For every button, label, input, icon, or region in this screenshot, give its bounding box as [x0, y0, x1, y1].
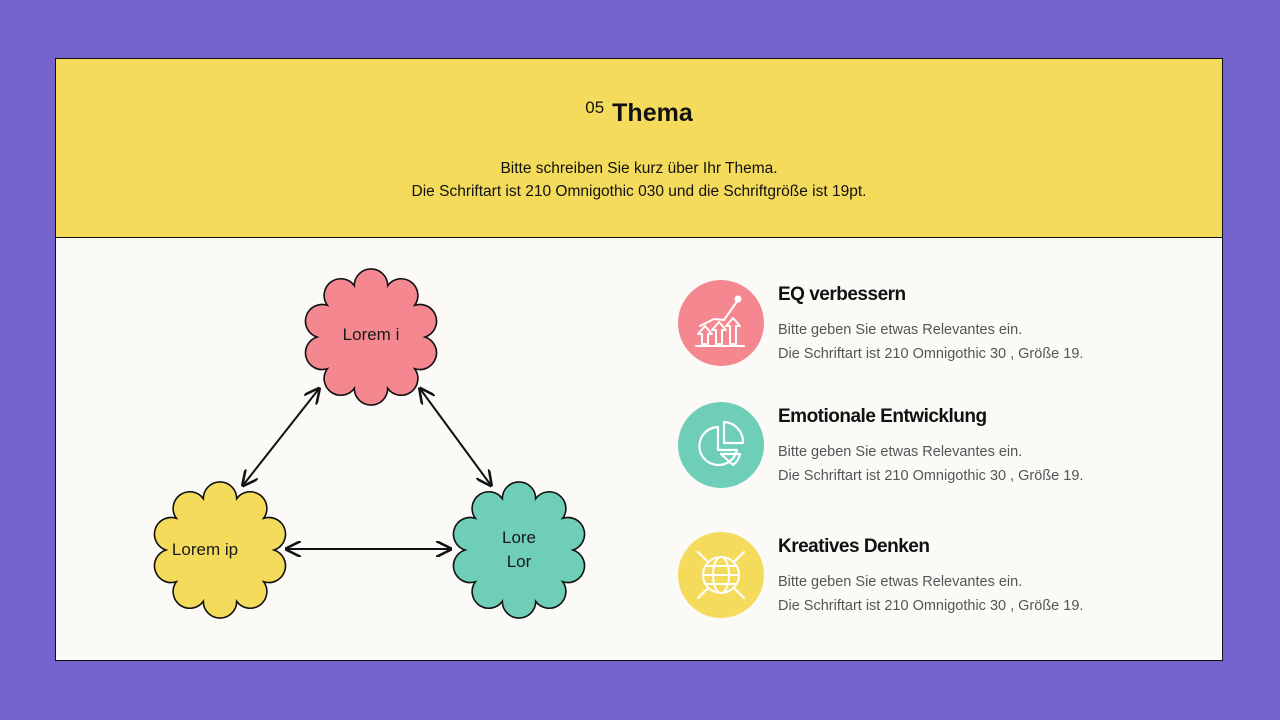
header-subtitle: Bitte schreiben Sie kurz über Ihr Thema.…: [56, 157, 1222, 203]
subtitle-line-1: Bitte schreiben Sie kurz über Ihr Thema.: [500, 160, 778, 177]
creative-icon-circle: [678, 532, 764, 618]
item-desc-creative-line-2: Die Schriftart ist 210 Omnigothic 30 , G…: [778, 598, 1084, 614]
item-desc-eq-line-1: Bitte geben Sie etwas Relevantes ein.: [778, 322, 1023, 338]
cycle-diagram: [153, 268, 586, 619]
feature-item-emotional: Emotionale Entwicklung Bitte geben Sie e…: [678, 402, 1198, 492]
growth-chart-icon: [695, 295, 745, 347]
node-label-left: Lorem ip: [171, 540, 239, 559]
item-desc-emotional-line-2: Die Schriftart ist 210 Omnigothic 30 , G…: [778, 468, 1084, 484]
pie-chart-icon: [698, 420, 745, 467]
flower-node-right: [452, 481, 586, 619]
node-label-right-line-1: Lore: [501, 528, 537, 547]
flower-node-left: [153, 481, 287, 619]
item-desc-creative-line-1: Bitte geben Sie etwas Relevantes ein.: [778, 574, 1023, 590]
flower-node-top: [304, 268, 438, 406]
arrow-top-left: [244, 390, 318, 484]
node-label-top: Lorem i: [342, 325, 400, 344]
header-band: 05 Thema Bitte schreiben Sie kurz über Ih…: [56, 59, 1222, 238]
item-desc-emotional-line-1: Bitte geben Sie etwas Relevantes ein.: [778, 444, 1023, 460]
item-desc-eq-line-2: Die Schriftart ist 210 Omnigothic 30 , G…: [778, 346, 1084, 362]
page-title: Thema: [612, 99, 693, 127]
title-row: 05 Thema: [56, 98, 1222, 128]
item-title-emotional: Emotionale Entwicklung: [778, 406, 987, 427]
globe-icon: [697, 551, 745, 599]
item-desc-eq: Bitte geben Sie etwas Relevantes ein. Di…: [778, 318, 1083, 366]
arrow-top-right: [421, 390, 490, 484]
item-desc-creative: Bitte geben Sie etwas Relevantes ein. Di…: [778, 570, 1083, 618]
subtitle-line-2: Die Schriftart ist 210 Omnigothic 030 un…: [411, 183, 867, 200]
node-label-right: Lore Lor: [454, 526, 584, 574]
feature-item-eq: EQ verbessern Bitte geben Sie etwas Rele…: [678, 280, 1198, 370]
node-label-right-line-2: Lor: [506, 552, 532, 571]
item-desc-emotional: Bitte geben Sie etwas Relevantes ein. Di…: [778, 440, 1083, 488]
eq-icon-circle: [678, 280, 764, 366]
item-title-eq: EQ verbessern: [778, 284, 906, 305]
slide: 05 Thema Bitte schreiben Sie kurz über Ih…: [55, 58, 1223, 661]
item-title-creative: Kreatives Denken: [778, 536, 930, 557]
section-number: 05: [585, 98, 605, 117]
feature-item-creative: Kreatives Denken Bitte geben Sie etwas R…: [678, 532, 1198, 622]
emotional-icon-circle: [678, 402, 764, 488]
